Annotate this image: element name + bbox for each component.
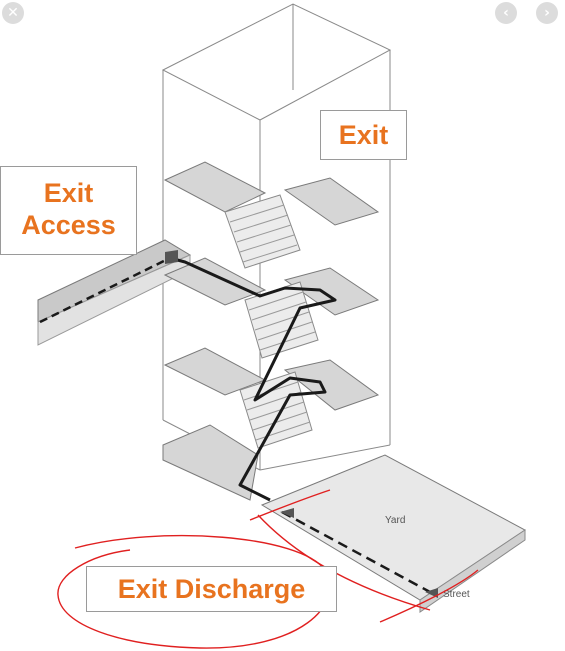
egress-path xyxy=(39,256,431,594)
exit-discharge-label: Exit Discharge xyxy=(86,566,337,612)
next-button[interactable]: › xyxy=(536,2,558,24)
exit-access-line1: Exit xyxy=(43,178,94,208)
exit-label: Exit xyxy=(320,110,407,160)
street-label: Street xyxy=(443,589,470,600)
exit-access-label: Exit Access xyxy=(0,166,137,255)
discharge-circle xyxy=(57,534,331,649)
corridor xyxy=(37,239,192,346)
close-icon: ✕ xyxy=(7,5,19,21)
yard-label: Yard xyxy=(385,515,405,526)
previous-button[interactable]: ‹ xyxy=(495,2,517,24)
stair-flights xyxy=(224,194,319,449)
door-markers xyxy=(165,250,438,598)
exit-access-line2: Access xyxy=(21,210,116,240)
close-button[interactable]: ✕ xyxy=(2,2,24,24)
floor-landings xyxy=(162,161,380,501)
chevron-left-icon: ‹ xyxy=(503,5,509,21)
chevron-right-icon: › xyxy=(544,5,550,21)
